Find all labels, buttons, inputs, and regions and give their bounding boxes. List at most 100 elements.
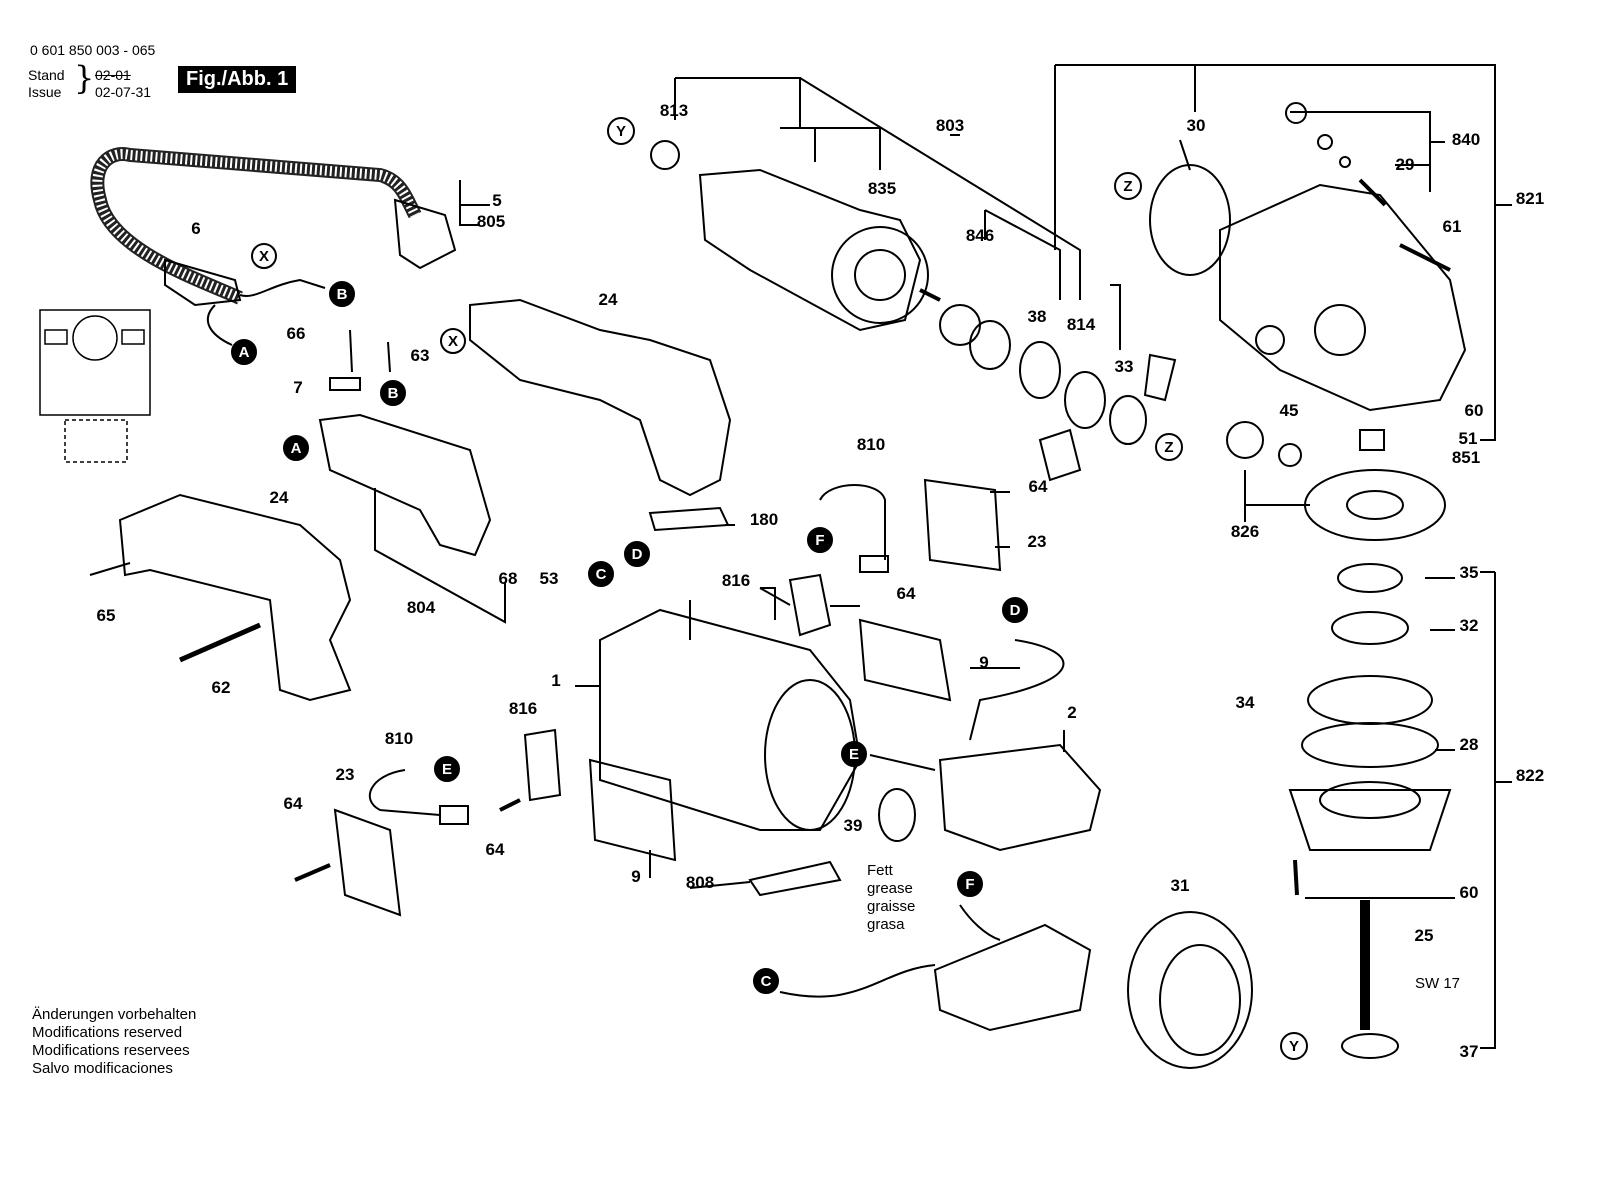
reference-marker-Y: Y (607, 117, 635, 145)
connector-marker-A: A (283, 435, 309, 461)
part-label-23: 23 (336, 765, 355, 784)
bracket-826 (1244, 470, 1310, 522)
washer (969, 320, 1011, 370)
svg-text:Z: Z (1164, 439, 1173, 456)
note-fr: Modifications reservees (32, 1042, 190, 1059)
screws-66-63 (349, 329, 391, 373)
bearing-814 (1064, 371, 1106, 429)
svg-text:X: X (259, 248, 269, 265)
modification-notes: Änderungen vorbehalten Modifications res… (32, 1006, 196, 1078)
part-label-6: 6 (191, 219, 200, 238)
cord-wire-b (239, 278, 326, 297)
connector-marker-D: D (1002, 597, 1028, 623)
connector-marker-F: F (807, 527, 833, 553)
fan-guide-30 (1149, 164, 1231, 276)
gear-housing (1219, 183, 1467, 412)
part-label-816: 816 (722, 571, 750, 590)
part-label-23: 23 (1028, 532, 1047, 551)
pinion (1226, 421, 1264, 459)
screw-62 (178, 622, 262, 663)
part-label-51: 51 (1459, 429, 1478, 448)
part-label-64: 64 (897, 584, 916, 603)
part-label-45: 45 (1280, 401, 1299, 420)
stand-label: Stand (28, 67, 65, 83)
brush-part (1038, 428, 1082, 482)
part-label-35: 35 (1460, 563, 1479, 582)
part-label-180: 180 (750, 510, 778, 529)
svg-text:Y: Y (1289, 1038, 1299, 1055)
field-coil-upper (938, 743, 1102, 852)
part-label-846: 846 (966, 226, 994, 245)
connector-marker-C: C (588, 561, 614, 587)
issue-label: Issue (28, 84, 62, 100)
brush-part-2 (1143, 353, 1177, 402)
switch-assembly (318, 413, 492, 557)
bevel-gear (1304, 469, 1446, 541)
part-label-37: 37 (1460, 1042, 1479, 1061)
svg-text:F: F (965, 876, 974, 893)
part-label-61: 61 (1443, 217, 1462, 236)
connector-marker-B: B (329, 281, 355, 307)
screw-60 (1293, 859, 1299, 896)
brush-holder-816-upper (788, 573, 832, 637)
part-label-822: 822 (1516, 766, 1544, 785)
bracket-lines (374, 64, 1512, 1049)
connector-marker-E: E (841, 741, 867, 767)
connector-marker-X: X (440, 328, 466, 354)
bearing-ring-38 (1019, 341, 1061, 399)
part-label-65: 65 (97, 606, 116, 625)
carbon-brush-810-upper (819, 484, 886, 560)
carbon-brush-810-lower (368, 769, 441, 816)
nut-45 (1278, 443, 1302, 467)
bracket-5-805 (459, 180, 490, 226)
part-label-32: 32 (1460, 616, 1479, 635)
field-coil-lower (933, 923, 1092, 1032)
part-label-25: 25 (1415, 926, 1434, 945)
svg-text:X: X (448, 333, 458, 350)
part-label-60: 60 (1460, 883, 1479, 902)
bracket-804 (374, 488, 506, 624)
connector-marker-X: X (251, 243, 277, 269)
bracket-821 (1054, 64, 1512, 441)
cord-wire-a (206, 304, 233, 346)
svg-text:E: E (442, 761, 452, 778)
part-label-24: 24 (599, 290, 618, 309)
connector-marker-B: B (380, 380, 406, 406)
screw-61 (1399, 243, 1451, 272)
field-wire-d (969, 639, 1065, 741)
part-label-813: 813 (660, 101, 688, 120)
brush-cover-23-lower (333, 808, 402, 917)
part-label-53: 53 (540, 569, 559, 588)
svg-text:A: A (291, 440, 302, 457)
part-label-66: 66 (287, 324, 306, 343)
power-cord (90, 147, 422, 305)
part-label-68: 68 (499, 569, 518, 588)
rear-handle (469, 298, 732, 497)
grease-note-en: grease (867, 880, 913, 897)
needle-bearing-39 (878, 788, 916, 842)
part-label-5: 5 (492, 191, 501, 210)
connector-marker-F: F (957, 871, 983, 897)
sleeve-51 (1359, 429, 1385, 451)
switch-lever (329, 377, 361, 391)
reference-marker-Z: Z (1155, 433, 1183, 461)
field-wire-e (869, 754, 936, 771)
part-label-814: 814 (1067, 315, 1096, 334)
wiring-schematic (39, 309, 151, 416)
svg-text:C: C (761, 973, 772, 990)
stand-value: 02-01 (95, 67, 131, 83)
reference-marker-Y: Y (1280, 1032, 1308, 1060)
note-de: Änderungen vorbehalten (32, 1006, 197, 1023)
svg-text:D: D (632, 546, 643, 563)
part-label-64: 64 (1029, 477, 1048, 496)
part-label-28: 28 (1460, 735, 1479, 754)
grease-note-fr: graisse (867, 898, 915, 915)
svg-text:Z: Z (1123, 178, 1132, 195)
svg-text:E: E (849, 746, 859, 763)
grease-note-de: Fett (867, 862, 894, 879)
circlip (939, 304, 981, 346)
bracket-840 (1290, 111, 1445, 192)
grease-note-es: grasa (867, 916, 905, 933)
